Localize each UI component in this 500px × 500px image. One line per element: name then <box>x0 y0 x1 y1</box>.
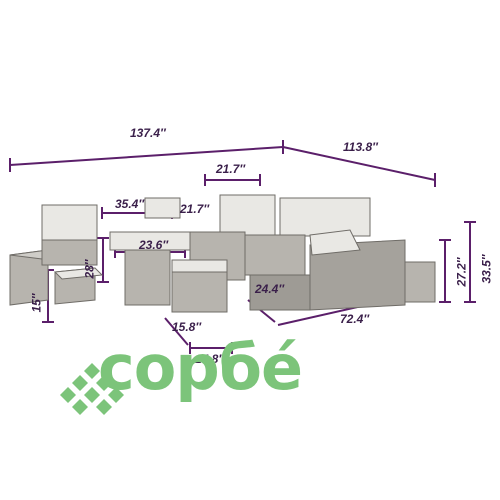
table-height-label: 28″ <box>82 259 97 279</box>
ottoman-width-label: 15.8″ <box>195 352 225 366</box>
logo-mark-icon <box>60 363 124 415</box>
sofa-set <box>9 194 436 313</box>
side-depth-label: 24.4″ <box>255 282 285 296</box>
total-height-label: 33.5″ <box>479 254 494 284</box>
seat-width-label: 21.7″ <box>216 162 246 176</box>
ottoman-depth-label: 15.8″ <box>172 320 202 334</box>
table-width-label: 35.4″ <box>115 197 145 211</box>
side-length-label: 72.4″ <box>340 312 370 326</box>
back-height-label: 27.2″ <box>454 257 469 287</box>
stool-height-label: 15″ <box>29 293 44 313</box>
brand-name: сорбé <box>98 331 303 404</box>
brand-logo <box>60 363 124 415</box>
tabletop-label: 23.6″ <box>139 238 169 252</box>
total-depth-label: 113.8″ <box>343 140 378 154</box>
total-length-label: 137.4″ <box>130 126 166 140</box>
chair-width-label: 21.7″ <box>180 202 210 216</box>
